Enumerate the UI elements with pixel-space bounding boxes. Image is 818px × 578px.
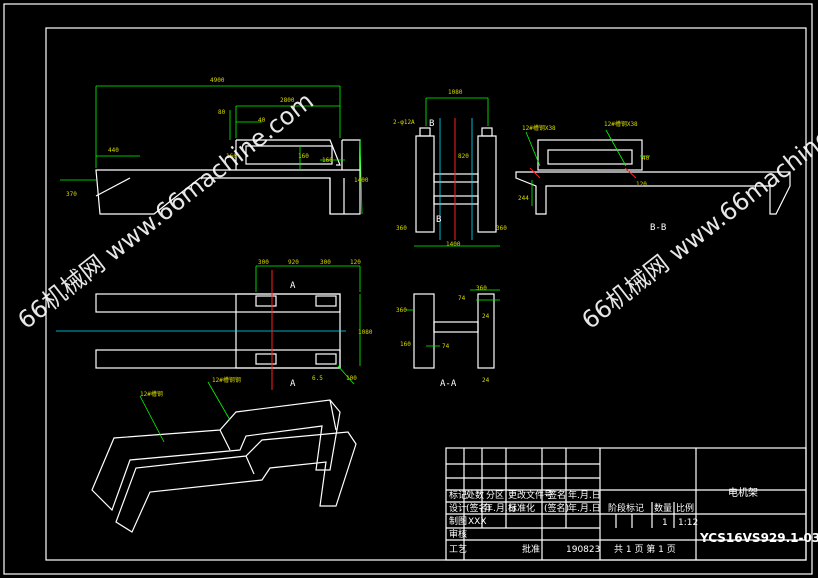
tb-qty: 1 — [662, 518, 668, 528]
tb-r1-5: 年.月.日 — [568, 489, 601, 501]
title-block — [445, 447, 807, 561]
dim-front-6: 160 — [298, 153, 309, 160]
outer-frame — [3, 3, 813, 575]
dim-side-1: 2-φ12A — [393, 119, 415, 126]
tb-r1-1: 处数 — [466, 489, 484, 501]
tb-r2-1: (签名) — [466, 502, 491, 514]
section-aa: 360 74 360 160 74 24 24 A-A — [396, 285, 500, 389]
dim-side-0: 1080 — [448, 89, 463, 96]
label-a-bottom: A — [290, 379, 296, 389]
dim-side-4: 360 — [496, 225, 507, 232]
dim-aa-4: 74 — [442, 343, 450, 350]
tb-scale: 1:12 — [678, 518, 698, 528]
tb-scale-header: 比例 — [676, 502, 694, 514]
dim-bb-4: 120 — [636, 181, 647, 188]
label-aa: A-A — [440, 379, 457, 389]
label-b-bottom: B — [436, 215, 441, 225]
tb-r1-4: 签名 — [548, 489, 566, 501]
dim-side-3: 360 — [396, 225, 407, 232]
dim-bb-1: 12#槽钢X38 — [604, 120, 638, 128]
watermark-left: 66机械网 www.66machine.com — [12, 87, 318, 335]
front-view: 4900 2800 440 80 40 160 160 160 1400 370 — [60, 77, 369, 215]
label-bb: B-B — [650, 223, 666, 233]
dim-bb-0: 12#槽钢X38 — [522, 124, 556, 132]
side-view: 1080 2-φ12A 820 360 360 1400 B B — [393, 89, 507, 248]
drawing-number: YCS16VS929.1-03 — [699, 531, 818, 545]
tb-r1-2: 分区 — [486, 490, 504, 501]
top-view: 300 920 300 120 1080 6.5 100 A A — [56, 259, 373, 390]
tb-stage-header: 阶段标记 — [608, 502, 644, 514]
inner-frame — [45, 27, 807, 561]
dim-top-0: 300 — [258, 259, 269, 266]
dim-top-2: 300 — [320, 259, 331, 266]
label-a-top: A — [290, 281, 296, 291]
tb-r5-0: 工艺 — [449, 544, 467, 555]
dim-top-1: 920 — [288, 259, 299, 266]
tb-r2-0: 设计 — [449, 502, 467, 514]
dim-bb-3: 244 — [518, 195, 529, 202]
tb-r2-3: 标准化 — [508, 502, 535, 514]
dim-top-3: 120 — [350, 259, 361, 266]
dim-iso-1: 12#槽钢钢 — [212, 376, 241, 384]
tb-r2-2: 年.月.日 — [484, 502, 517, 514]
tb-r2-5: 年.月.日 — [568, 502, 601, 514]
dim-front-1: 2800 — [280, 97, 295, 104]
label-b-top: B — [429, 119, 434, 129]
dim-front-8: 1400 — [354, 177, 369, 184]
dim-top-5: 6.5 — [312, 375, 323, 382]
isometric-view: 12#槽钢 12#槽钢钢 — [91, 376, 357, 533]
dim-aa-0: 360 — [396, 307, 407, 314]
dim-aa-6: 24 — [482, 377, 490, 384]
dim-front-7: 160 — [322, 157, 333, 164]
dim-bb-2: 40 — [642, 155, 650, 162]
dim-front-3: 80 — [218, 109, 226, 116]
tb-r3-1: XXX — [468, 517, 487, 527]
tb-r4-0: 审核 — [449, 528, 467, 540]
tb-r5-2: 190823 — [566, 545, 600, 555]
dim-aa-3: 160 — [400, 341, 411, 348]
dim-side-5: 1400 — [446, 241, 461, 248]
dim-front-4: 40 — [258, 117, 266, 124]
dim-front-0: 4900 — [210, 77, 225, 84]
tb-r2-4: (签名) — [544, 502, 569, 514]
dim-top-6: 100 — [346, 375, 357, 382]
drawing-name: 电机架 — [728, 486, 758, 499]
dim-top-4: 1080 — [358, 329, 373, 336]
dim-front-9: 370 — [66, 191, 77, 198]
tb-r5-1: 批准 — [522, 543, 540, 555]
dim-aa-2: 360 — [476, 285, 487, 292]
watermark-right: 66机械网 www.66machine — [576, 123, 818, 335]
tb-r1-0: 标记 — [449, 489, 467, 501]
tb-r1-3: 更改文件号 — [508, 489, 553, 501]
dim-front-2: 440 — [108, 147, 119, 154]
tb-r3-0: 制图 — [449, 515, 467, 527]
dim-aa-5: 24 — [482, 313, 490, 320]
dim-aa-1: 74 — [458, 295, 466, 302]
section-bb: 12#槽钢X38 12#槽钢X38 40 244 120 B-B — [515, 120, 791, 233]
dim-front-5: 160 — [226, 153, 237, 160]
tb-weight-header: 数量 — [654, 502, 672, 514]
dim-side-2: 820 — [458, 153, 469, 160]
dim-iso-0: 12#槽钢 — [140, 390, 163, 398]
tb-sheets: 共 1 页 第 1 页 — [614, 543, 676, 555]
